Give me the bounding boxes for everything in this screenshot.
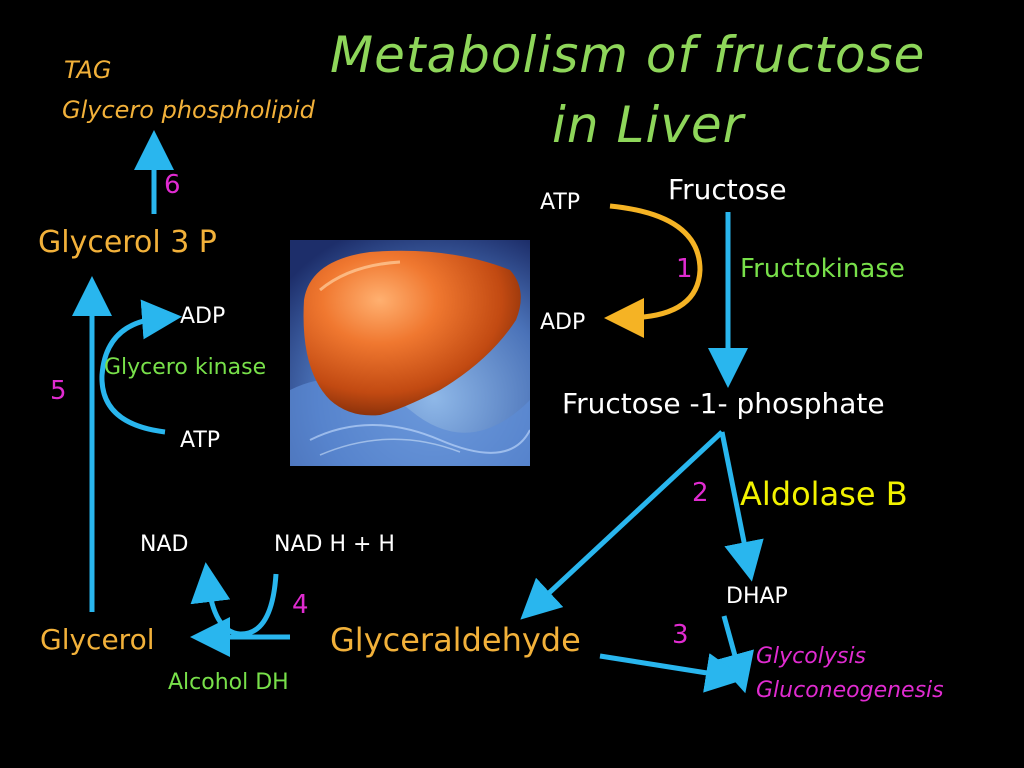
step-4: 4 [292,590,309,620]
title-line-1: Metabolism of fructose [330,26,926,84]
label-tag: TAG [64,56,112,84]
label-gluconeogenesis: Gluconeogenesis [756,678,944,703]
arrow-glycero-kinase [99,299,182,435]
step-5: 5 [50,376,67,406]
arrow-step3-dhap [715,615,754,694]
label-aldolase-b: Aldolase B [740,475,908,513]
arrow-step2-dhap [719,431,764,582]
label-fructose: Fructose [668,173,787,206]
label-nad: NAD [140,532,189,557]
title-line-2: in Liver [552,96,745,154]
label-atp-right: ATP [540,190,581,215]
label-alcohol-dh: Alcohol DH [168,670,289,695]
label-glycero-kinase: Glycero kinase [104,355,267,380]
label-glycerol-3p: Glycerol 3 P [38,225,217,260]
label-fructose-1-phosphate: Fructose -1- phosphate [562,387,885,420]
label-glycolysis: Glycolysis [756,644,866,669]
label-atp-left: ATP [180,428,221,453]
arrow-atp-adp [604,203,703,338]
label-fructokinase: Fructokinase [740,254,905,284]
label-dhap: DHAP [726,584,788,609]
label-glyceraldehyde: Glyceraldehyde [330,621,581,659]
arrow-step2-glyceraldehyde [520,430,724,620]
label-adp-right: ADP [540,310,586,335]
step-6: 6 [164,170,181,200]
label-nadh: NAD H + H [274,532,395,557]
label-glycerol: Glycerol [40,623,155,656]
label-adp-left: ADP [180,304,226,329]
label-glycero-phospholipid: Glycero phospholipid [62,96,315,124]
liver-image [290,240,530,466]
step-3: 3 [672,620,689,650]
arrow-nadh-nad [190,562,279,637]
step-2: 2 [692,478,709,508]
step-1: 1 [676,254,693,284]
arrow-step3-glyceraldehyde [599,653,746,693]
